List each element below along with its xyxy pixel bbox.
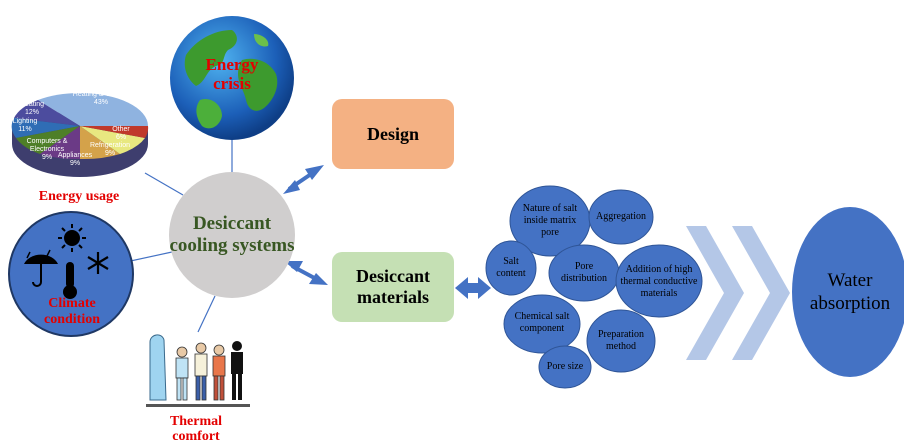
double-arrow-materials [284, 261, 328, 285]
water-absorption-label: Water absorption [809, 270, 891, 314]
connector-lines [125, 140, 233, 333]
snowflake-icon [87, 252, 109, 274]
chevron-1 [686, 226, 744, 360]
bubble-salt-content [485, 240, 537, 296]
connector-thermal [197, 295, 216, 333]
factor-label-preparation: Preparation method [597, 329, 645, 352]
energy-crisis-label: Energy crisis [205, 55, 259, 93]
sun-icon [58, 224, 86, 252]
connector-energy-usage [144, 172, 184, 196]
factor-label-addition: Addition of high thermal conductive mate… [620, 264, 698, 299]
chevron-2 [732, 226, 790, 360]
people-icon [146, 334, 250, 407]
factor-label-nature-of-salt: Nature of salt inside matrix pore [522, 203, 578, 238]
desiccant-materials-box: Desiccant materials [332, 252, 454, 322]
thermal-comfort-label: Thermal comfort [169, 414, 223, 444]
double-arrow-design [283, 165, 324, 194]
factor-label-aggregation: Aggregation [596, 211, 646, 222]
factor-bubbles [485, 185, 703, 389]
bubble-chemical-salt [503, 294, 581, 354]
climate-condition-label: Climate condition [43, 296, 100, 327]
globe-icon [170, 16, 294, 140]
factor-label-salt-content: Salt content [496, 256, 526, 279]
water-absorption-ellipse [792, 207, 904, 377]
center-label: Desiccant cooling systems [169, 213, 295, 256]
pie-chart-icon [11, 92, 149, 177]
factor-label-pore-size: Pore size [546, 361, 584, 372]
chevron-arrows [686, 226, 790, 360]
thermometer-icon [63, 262, 77, 299]
factor-label-chemical-salt: Chemical salt component [514, 311, 570, 334]
center-circle [169, 172, 295, 298]
bubble-preparation [586, 309, 656, 373]
bubble-pore-size [538, 345, 592, 389]
factor-label-pore-distribution: Pore distribution [560, 261, 608, 284]
umbrella-icon [24, 249, 58, 287]
design-box: Design [332, 99, 454, 169]
bubble-aggregation [588, 189, 654, 245]
bubble-addition [615, 244, 703, 318]
connector-climate [125, 251, 173, 263]
double-arrow-factors [455, 277, 491, 299]
energy-usage-label: Energy usage [38, 189, 120, 204]
